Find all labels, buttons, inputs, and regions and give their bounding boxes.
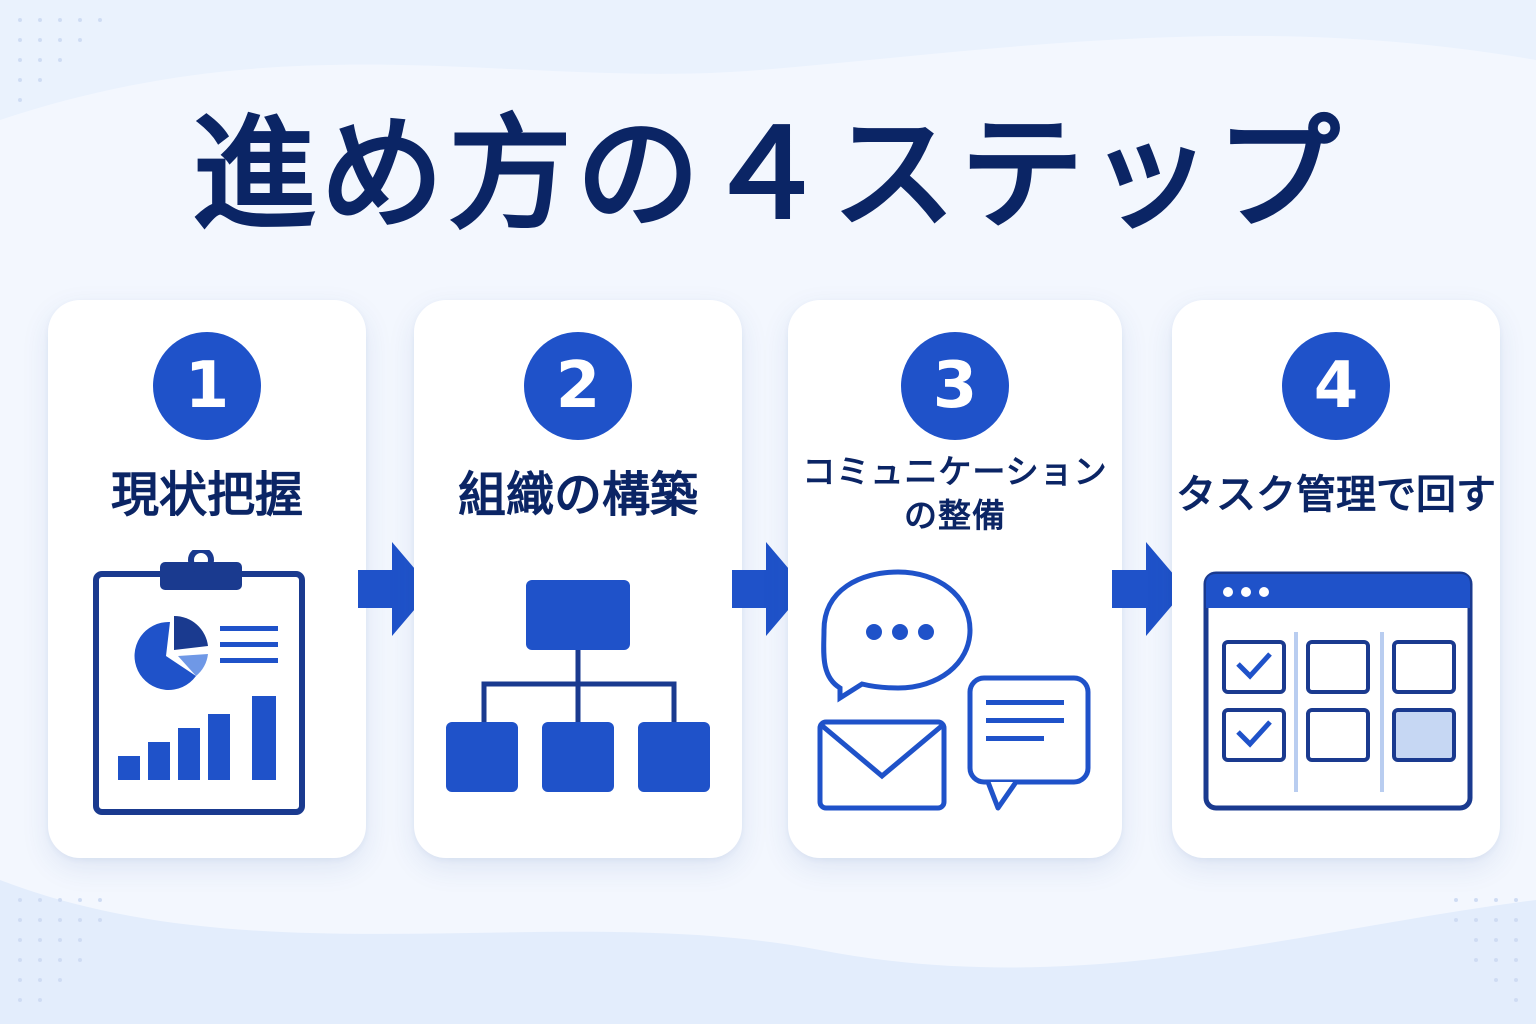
step-label: 組織の構築	[457, 467, 698, 523]
right-arrow-icon	[1112, 542, 1186, 636]
step-label: 現状把握	[110, 467, 303, 523]
step-number-badge: 3	[901, 332, 1009, 440]
step-number-badge: 4	[1282, 332, 1390, 440]
step-number-badge: 2	[524, 332, 632, 440]
right-arrow-icon	[732, 542, 806, 636]
clipboard-report-icon	[93, 550, 305, 815]
step-label: コミュニケーション の整備	[788, 450, 1122, 538]
step-label: タスク管理で回す	[1176, 472, 1496, 518]
step-card-3: 3 コミュニケーション の整備	[788, 300, 1122, 858]
org-chart-icon	[446, 580, 710, 792]
step-label-line-1: コミュニケーション	[802, 452, 1108, 491]
chat-and-mail-icon	[817, 569, 1091, 811]
step-card-4: 4 タスク管理で回す	[1172, 300, 1500, 858]
step-card-1: 1 現状把握	[48, 300, 366, 858]
step-label-line-2: の整備	[904, 496, 1006, 535]
right-arrow-icon	[358, 542, 432, 636]
page-title: 進め方の４ステップ	[191, 103, 1344, 247]
step-card-2: 2 組織の構築	[414, 300, 742, 858]
step-number-badge: 1	[153, 332, 261, 440]
task-board-icon	[1203, 571, 1473, 811]
